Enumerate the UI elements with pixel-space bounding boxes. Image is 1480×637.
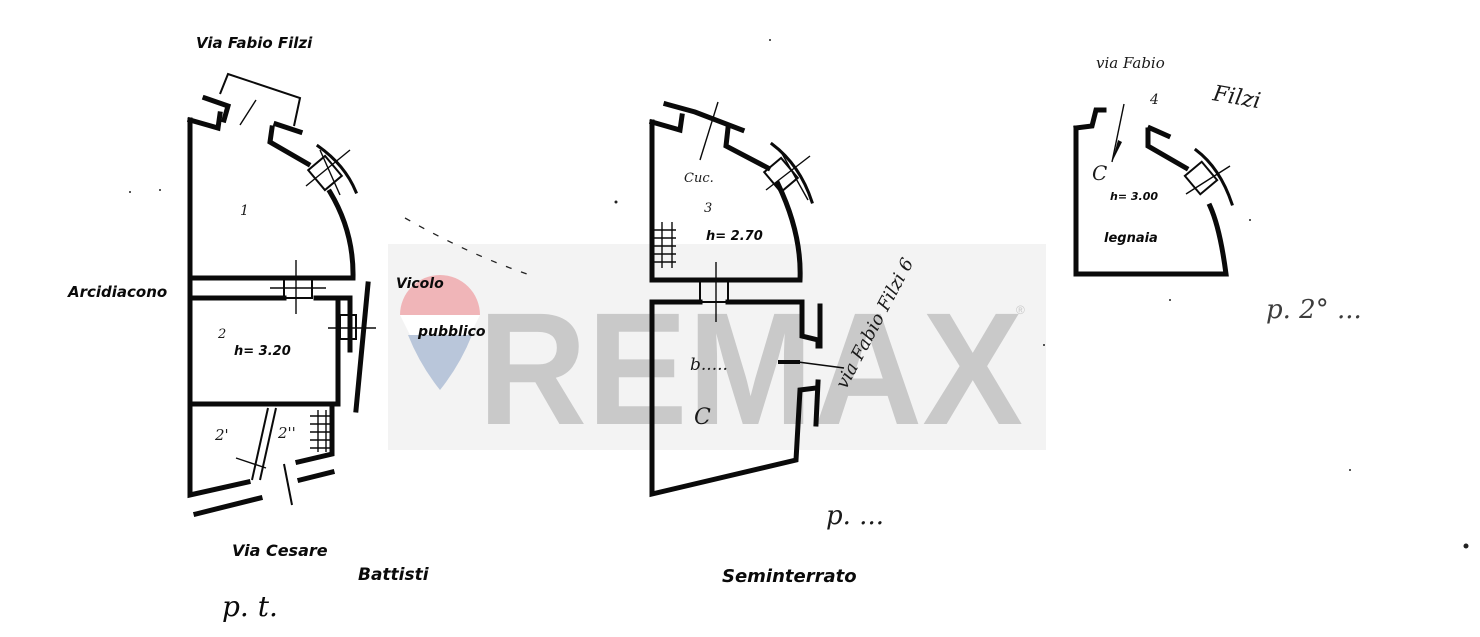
watermark-text: REMAX bbox=[478, 279, 1023, 458]
woodshed-room-height: h= 3.00 bbox=[1110, 190, 1158, 203]
woodshed-street-2: Filzi bbox=[1210, 81, 1263, 114]
scan-noise bbox=[129, 39, 1469, 549]
floor-label-ground: p. t. bbox=[222, 590, 278, 623]
room-1-number: 1 bbox=[240, 203, 249, 219]
remax-watermark: REMAX ® bbox=[388, 244, 1046, 458]
street-label-left: Arcidiacono bbox=[67, 283, 167, 301]
street-label-bottom-2: Battisti bbox=[358, 565, 430, 585]
floor-label-basement: Seminterrato bbox=[722, 566, 857, 587]
ground-floor-plan: 1 2 h= 3.20 2' 2'' Via Fabio Filzi Arcid… bbox=[67, 34, 531, 623]
woodshed-room-number: C bbox=[1092, 161, 1107, 185]
room-3-note: Cuc. bbox=[684, 171, 714, 186]
stairs-icon bbox=[310, 410, 330, 452]
woodshed-room-name: legnaia bbox=[1104, 231, 1158, 246]
woodshed-street-number: 4 bbox=[1149, 92, 1159, 108]
room-c-note: b..... bbox=[690, 355, 728, 375]
basement-annotation-bottom: p. ... bbox=[826, 501, 884, 531]
room-2b-number: 2'' bbox=[277, 424, 296, 442]
room-2-height: h= 3.20 bbox=[234, 344, 291, 359]
alley-label-2: pubblico bbox=[417, 324, 486, 340]
woodshed-street-1: via Fabio bbox=[1096, 54, 1165, 72]
registered-mark: ® bbox=[1016, 303, 1025, 317]
street-label-top: Via Fabio Filzi bbox=[196, 34, 313, 52]
room-2a-number: 2' bbox=[214, 426, 229, 444]
floor-label-woodshed: p. 2° ... bbox=[1266, 295, 1362, 325]
room-2-number: 2 bbox=[217, 327, 226, 342]
alley-label-1: Vicolo bbox=[396, 276, 444, 292]
street-label-bottom-1: Via Cesare bbox=[232, 541, 328, 560]
balloon-icon bbox=[400, 275, 480, 390]
room-3-number: 3 bbox=[704, 201, 712, 216]
stairs-icon bbox=[654, 222, 676, 268]
room-3-height: h= 2.70 bbox=[706, 229, 763, 244]
woodshed-plan: via Fabio Filzi 4 C h= 3.00 legnaia p. 2… bbox=[1073, 54, 1362, 325]
room-c-number: C bbox=[694, 405, 711, 430]
